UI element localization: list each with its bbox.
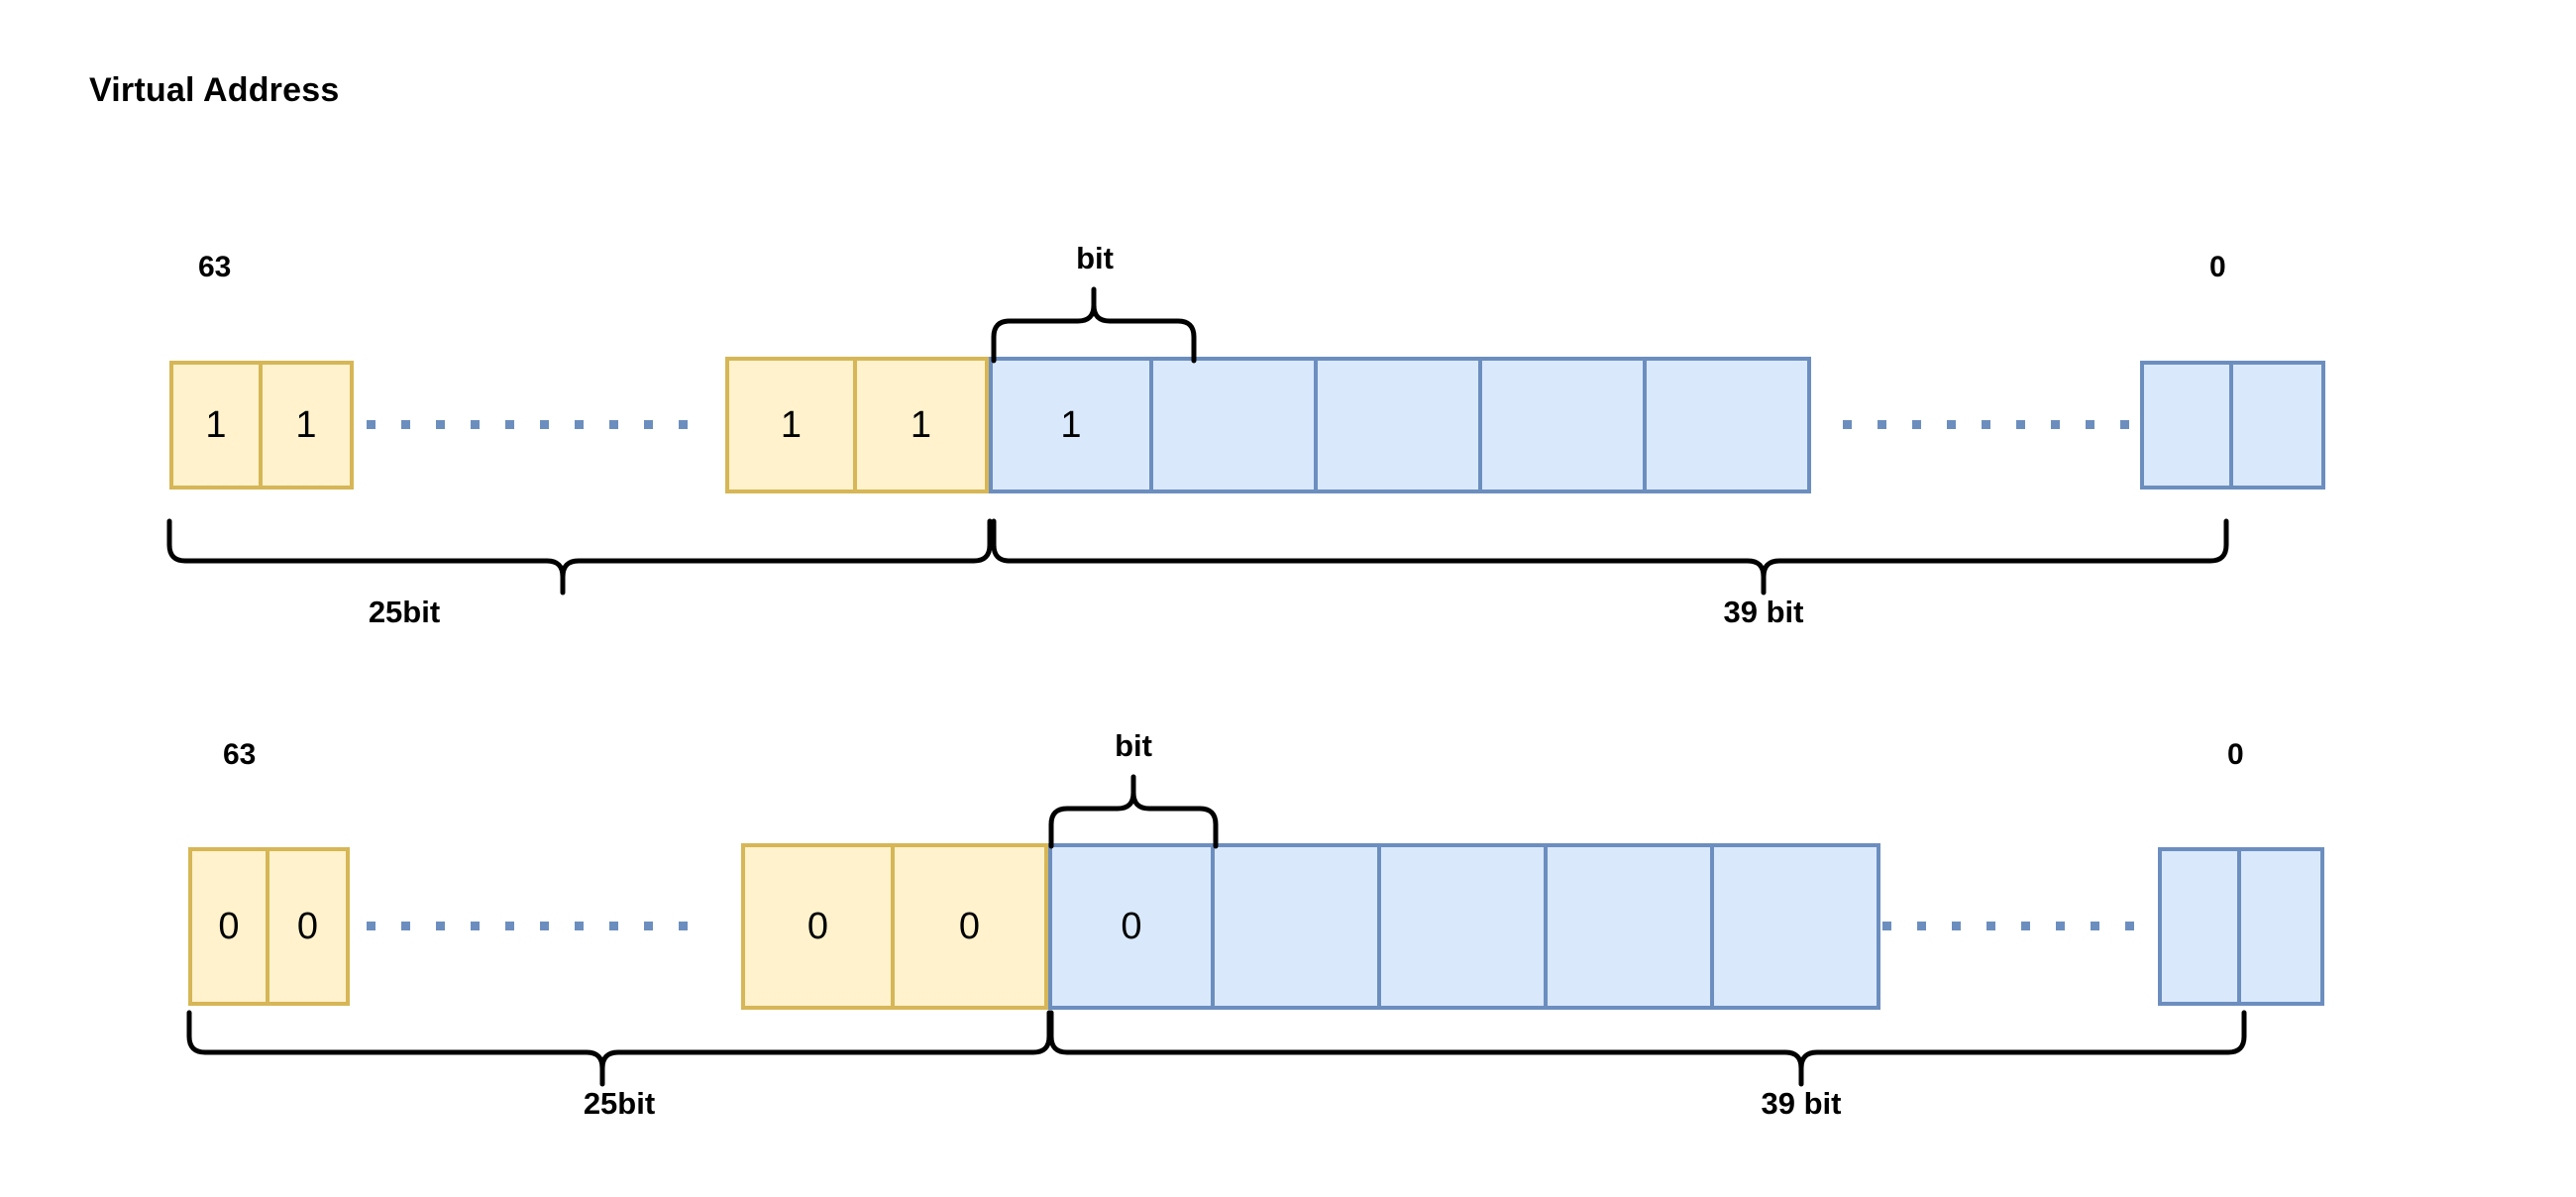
bit-cell[interactable]: 1 [169,361,263,490]
bit-cell[interactable]: 1 [725,357,857,493]
row-zeros-high-ellipsis-dots [367,922,694,930]
bit-cell[interactable]: 0 [188,847,269,1006]
bit-cell[interactable] [1153,357,1318,493]
row-zeros-right-index-label: 0 [2227,738,2244,771]
bit-cell[interactable]: 1 [263,361,354,490]
row-ones-low-field-label: 39 bit [1723,595,1804,629]
bit-cell[interactable]: 1 [989,357,1153,493]
row-zeros-high-field-brace [186,1010,1052,1087]
bit-cell[interactable] [1548,843,1714,1010]
bit-cell[interactable] [2158,847,2241,1006]
row-zeros-low-cells-left: 0 [1048,843,1880,1010]
bit-cell[interactable] [1647,357,1811,493]
row-zeros-left-index-label: 63 [223,738,257,771]
row-ones-high-cells-left: 1 1 [169,361,354,490]
row-zeros-bit-brace [1048,774,1219,849]
row-ones-bit-brace [991,286,1199,364]
bit-cell[interactable] [1714,843,1880,1010]
row-zeros-bit-brace-label: bit [1115,728,1152,763]
row-ones-low-field-brace [991,518,2229,596]
row-ones-high-ellipsis-dots [367,420,713,429]
row-ones-high-field-label: 25bit [368,595,441,629]
row-ones-left-index-label: 63 [198,251,232,283]
row-ones-low-cells-left: 1 [989,357,1811,493]
page-title: Virtual Address [89,71,340,109]
row-zeros-low-ellipsis-dots [1882,922,2160,930]
row-ones-high-field-brace [166,518,993,596]
bit-cell[interactable]: 0 [895,843,1048,1010]
bit-cell[interactable]: 0 [741,843,895,1010]
row-ones-bit-brace-label: bit [1076,241,1114,275]
bit-cell[interactable] [1482,357,1647,493]
row-ones-right-index-label: 0 [2209,251,2226,283]
bit-cell[interactable] [2140,361,2233,490]
row-zeros-high-field-label: 25bit [583,1086,656,1121]
row-zeros-high-cells-right: 0 0 [741,843,1048,1010]
row-zeros-low-field-brace [1048,1010,2247,1087]
bit-cell[interactable]: 1 [857,357,989,493]
bit-cell[interactable]: 0 [1048,843,1215,1010]
bit-cell[interactable]: 0 [269,847,350,1006]
bit-cell[interactable] [2241,847,2324,1006]
bit-cell[interactable] [1318,357,1482,493]
row-ones-high-cells-right: 1 1 [725,357,989,493]
row-zeros-high-cells-left: 0 0 [188,847,350,1006]
bit-cell[interactable] [1215,843,1381,1010]
bit-cell[interactable] [2233,361,2325,490]
row-ones-low-ellipsis-dots [1843,420,2140,429]
row-zeros-low-cells-right [2158,847,2324,1006]
row-zeros-low-field-label: 39 bit [1761,1086,1842,1121]
row-ones-low-cells-right [2140,361,2325,490]
bit-cell[interactable] [1381,843,1548,1010]
